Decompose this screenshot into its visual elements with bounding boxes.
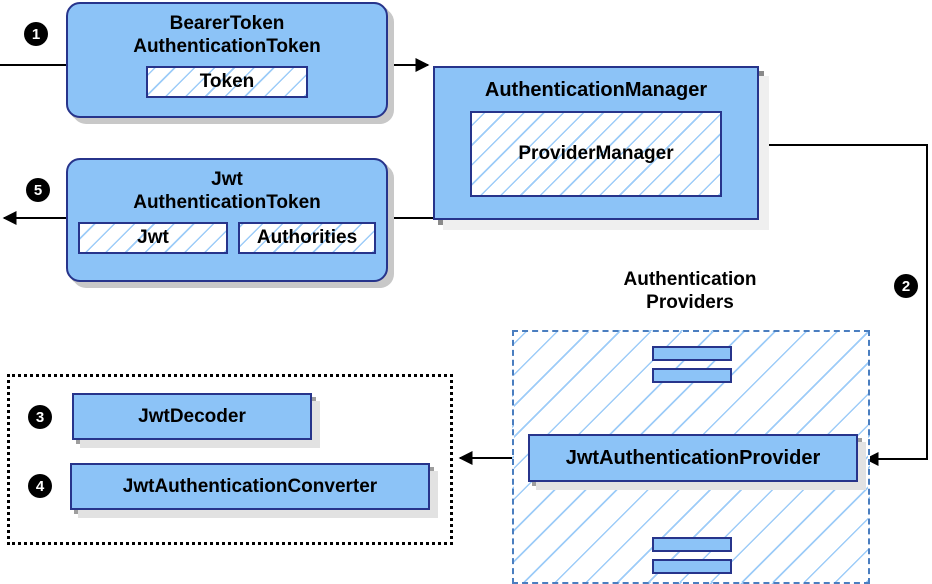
step-badge-1: 1 [24, 22, 48, 46]
jwt-token-title: Jwt AuthenticationToken [133, 169, 321, 213]
bearer-token-field-token: Token [146, 66, 308, 98]
jwt-token-field-authorities: Authorities [238, 222, 376, 254]
authentication-manager-title: AuthenticationManager [484, 79, 708, 101]
other-provider-bar-top-2 [652, 368, 732, 383]
jwt-authentication-provider-box[interactable]: JwtAuthenticationProvider [528, 434, 858, 482]
bearer-token-title: BearerToken AuthenticationToken [133, 13, 321, 57]
jwt-decoder-box[interactable]: JwtDecoder [72, 393, 312, 440]
provider-manager-box[interactable]: ProviderManager [470, 111, 722, 197]
bearer-token-authentication-token-box[interactable]: BearerToken AuthenticationToken Token [66, 2, 388, 118]
step-badge-3: 3 [28, 405, 52, 429]
step-badge-4: 4 [28, 474, 52, 498]
step-badge-5: 5 [26, 178, 50, 202]
authentication-providers-caption: Authentication Providers [623, 269, 757, 313]
other-provider-bar-top-1 [652, 346, 732, 361]
jwt-token-fields: Jwt Authorities [78, 222, 376, 254]
jwt-authentication-token-box[interactable]: Jwt AuthenticationToken Jwt Authorities [66, 158, 388, 282]
authentication-manager-box[interactable]: AuthenticationManager ProviderManager [433, 66, 759, 220]
jwt-authentication-converter-box[interactable]: JwtAuthenticationConverter [70, 463, 430, 510]
other-provider-bar-bottom-2 [652, 559, 732, 574]
arrow-manager-to-provider [759, 144, 928, 466]
jwt-token-field-jwt: Jwt [78, 222, 228, 254]
other-provider-bar-bottom-1 [652, 537, 732, 552]
step-badge-2: 2 [894, 274, 918, 298]
